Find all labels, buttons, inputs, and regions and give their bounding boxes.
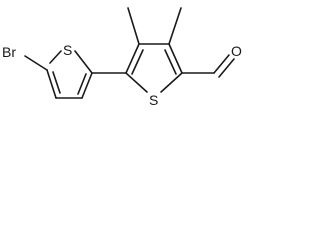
right-thiophene-ring [125, 7, 183, 93]
bond-s-c5-right [125, 72, 148, 93]
bond-c3-c2-right-double [164, 49, 177, 75]
sulfur-right-label: S [149, 92, 158, 108]
bromine-label: Br [2, 44, 16, 60]
bond-c5-br [24, 55, 48, 71]
sulfur-left-label: S [63, 42, 72, 58]
bond-c5-c4-right-double [131, 49, 144, 75]
bond-c2-c3-left [81, 72, 93, 99]
bond-methyl-right [168, 7, 182, 45]
bond-c2-c3-left-double [77, 73, 87, 95]
oxygen-label: O [231, 43, 242, 59]
bond-s-c2-left [74, 50, 93, 74]
structure-diagram: Br S S O [2, 7, 242, 108]
bond-c3-c2-right [168, 43, 183, 74]
bond-cho-o-double [218, 58, 235, 78]
bond-c5-c4-right [125, 43, 140, 74]
bond-methyl-left [127, 7, 140, 45]
bond-cho-o [213, 54, 230, 74]
bond-c5-s-left [49, 50, 62, 64]
bond-c4-c5-left-double [52, 71, 61, 94]
bond-c2-s-right [160, 72, 183, 93]
bond-c4-c5-left [46, 69, 57, 99]
left-thiophene-ring [24, 50, 93, 99]
aldehyde-group [181, 54, 235, 78]
